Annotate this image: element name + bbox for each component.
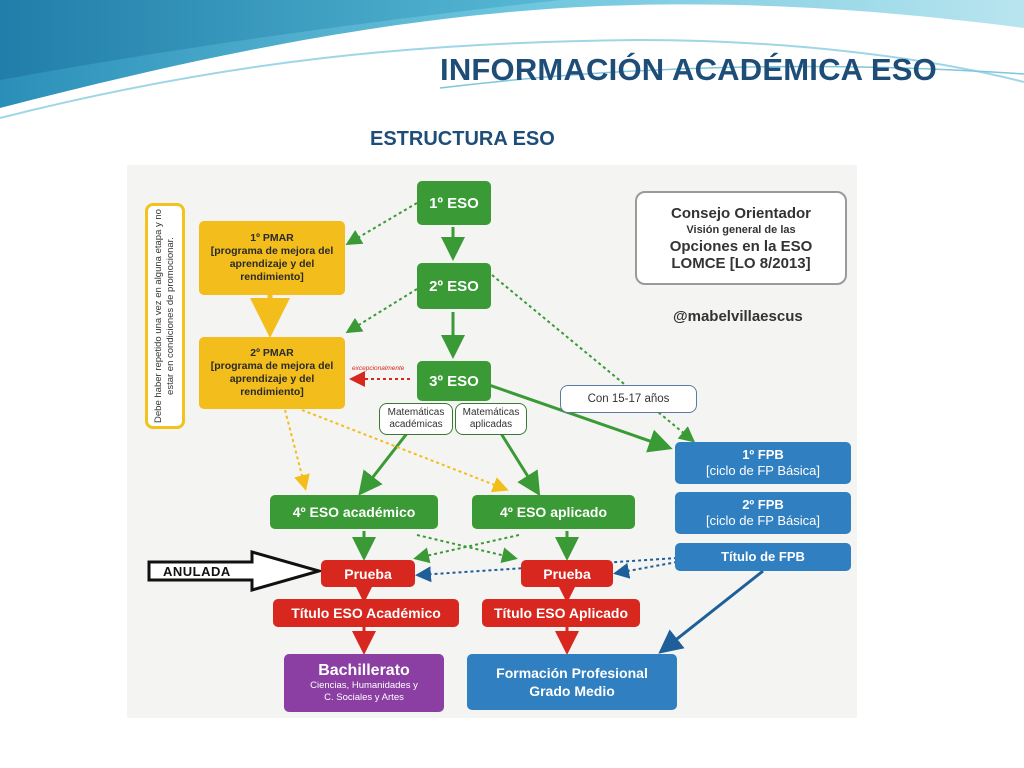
author-handle: @mabelvillaescus bbox=[673, 308, 803, 325]
node-titulo-fpb: Título de FPB bbox=[675, 543, 851, 571]
node-bachillerato: Bachillerato Ciencias, Humanidades y C. … bbox=[284, 654, 444, 712]
bachillerato-sub1: Ciencias, Humanidades y bbox=[310, 680, 418, 691]
pmar1-line4: rendimiento] bbox=[240, 271, 304, 283]
slide-title: INFORMACIÓN ACADÉMICA ESO bbox=[440, 52, 937, 87]
consejo-orientador-box: Consejo Orientador Visión general de las… bbox=[635, 191, 847, 285]
consejo-line1: Consejo Orientador bbox=[670, 204, 812, 222]
excepcionalmente-label: excepcionalmente bbox=[352, 365, 405, 372]
node-prueba-academico: Prueba bbox=[321, 560, 415, 587]
diagram-connectors bbox=[147, 202, 764, 655]
pill-matematicas-academicas: Matemáticas académicas bbox=[379, 403, 453, 435]
node-eso-2: 2º ESO bbox=[417, 263, 491, 309]
pmar2-line1: 2º PMAR bbox=[250, 347, 294, 359]
pmar2-line3: aprendizaje y del bbox=[229, 373, 315, 385]
pmar2-line2: [programa de mejora del bbox=[210, 360, 334, 372]
fpb1-line1: 1º FPB bbox=[742, 447, 784, 462]
node-eso-4-academico: 4º ESO académico bbox=[270, 495, 438, 529]
node-fp-grado-medio: Formación Profesional Grado Medio bbox=[467, 654, 677, 710]
slide-subtitle: ESTRUCTURA ESO bbox=[370, 128, 555, 150]
consejo-line3: Opciones en la ESO bbox=[669, 237, 813, 255]
side-note-text: Debe haber repetido una vez en alguna et… bbox=[153, 209, 176, 423]
pill-con-15-17: Con 15-17 años bbox=[560, 385, 697, 413]
mat-aplicadas-line1: Matemáticas bbox=[462, 407, 520, 418]
pmar1-line2: [programa de mejora del bbox=[210, 245, 334, 257]
pill-matematicas-aplicadas: Matemáticas aplicadas bbox=[455, 403, 527, 435]
node-eso-3: 3º ESO bbox=[417, 361, 491, 401]
anulada-arrow-icon bbox=[147, 550, 325, 592]
node-titulo-eso-academico: Título ESO Académico bbox=[273, 599, 459, 627]
mat-aplicadas-line2: aplicadas bbox=[469, 419, 513, 430]
node-pmar-1: 1º PMAR [programa de mejora del aprendiz… bbox=[199, 221, 345, 295]
fp-medio-line1: Formación Profesional bbox=[496, 665, 648, 681]
anulada-label: ANULADA bbox=[163, 564, 231, 579]
requirement-side-note: Debe haber repetido una vez en alguna et… bbox=[145, 203, 185, 429]
node-eso-4-aplicado: 4º ESO aplicado bbox=[472, 495, 635, 529]
node-pmar-2: 2º PMAR [programa de mejora del aprendiz… bbox=[199, 337, 345, 409]
bachillerato-sub2: C. Sociales y Artes bbox=[324, 692, 404, 703]
mat-academicas-line1: Matemáticas bbox=[387, 407, 445, 418]
node-fpb-2: 2º FPB [ciclo de FP Básica] bbox=[675, 492, 851, 534]
mat-academicas-line2: académicas bbox=[389, 419, 443, 430]
consejo-line2: Visión general de las bbox=[686, 223, 796, 236]
node-fpb-1: 1º FPB [ciclo de FP Básica] bbox=[675, 442, 851, 484]
node-titulo-eso-aplicado: Título ESO Aplicado bbox=[482, 599, 640, 627]
node-prueba-aplicado: Prueba bbox=[521, 560, 613, 587]
pmar2-line4: rendimiento] bbox=[240, 386, 304, 398]
bachillerato-title: Bachillerato bbox=[318, 662, 410, 679]
fpb2-line2: [ciclo de FP Básica] bbox=[706, 513, 820, 528]
eso-structure-diagram: Debe haber repetido una vez en alguna et… bbox=[127, 165, 857, 718]
pmar1-line3: aprendizaje y del bbox=[229, 258, 315, 270]
fpb2-line1: 2º FPB bbox=[742, 497, 784, 512]
fp-medio-line2: Grado Medio bbox=[529, 683, 615, 699]
fpb1-line2: [ciclo de FP Básica] bbox=[706, 463, 820, 478]
pmar1-line1: 1º PMAR bbox=[250, 232, 294, 244]
consejo-line4: LOMCE [LO 8/2013] bbox=[671, 254, 811, 272]
node-eso-1: 1º ESO bbox=[417, 181, 491, 225]
